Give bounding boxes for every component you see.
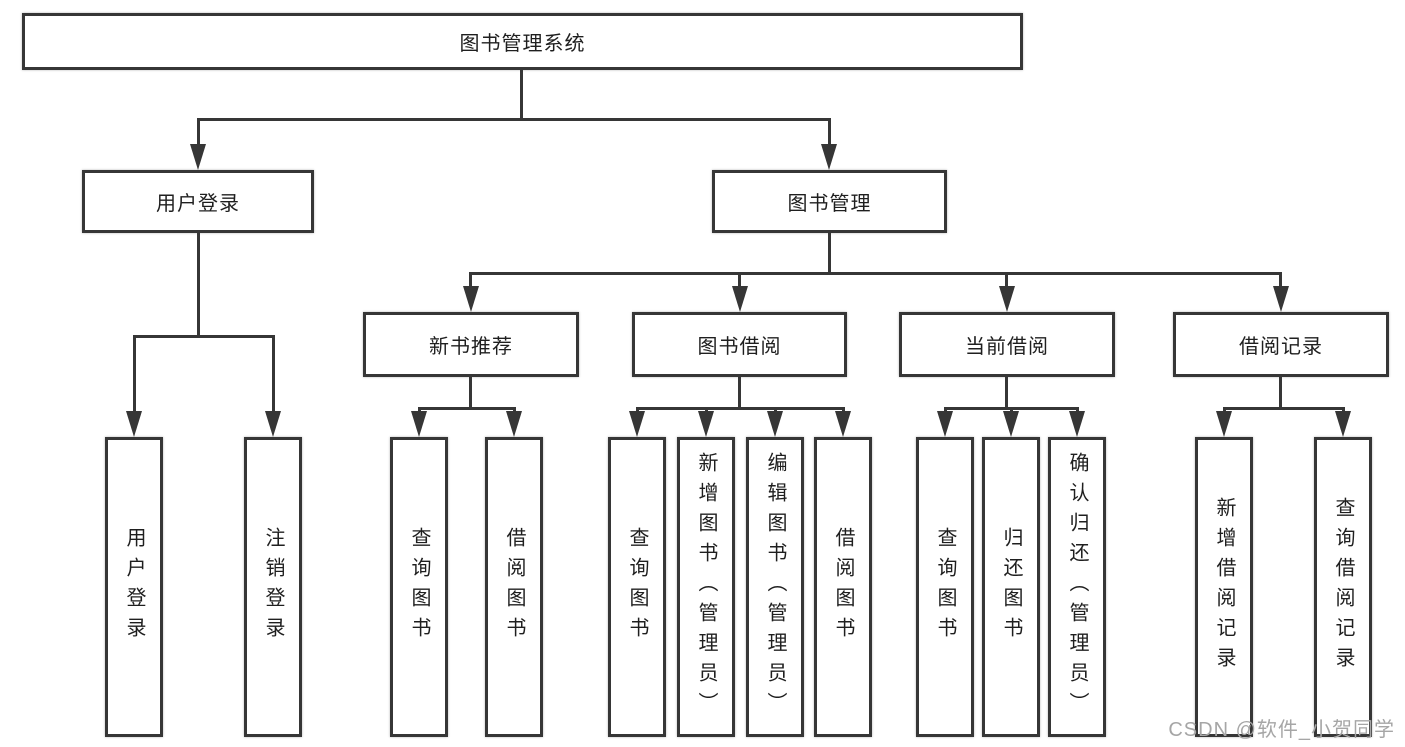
connector-line	[520, 70, 523, 118]
csdn-watermark: CSDN @软件_小贺同学	[1168, 719, 1395, 741]
connector-line	[469, 272, 472, 286]
node-borrowing-records-label: 借阅记录	[1239, 336, 1323, 358]
node-current-borrowing-label: 当前借阅	[965, 336, 1049, 358]
leaf-borrow-books: 借阅图书	[814, 437, 872, 737]
connector-line	[1279, 272, 1282, 286]
connector-line	[1005, 377, 1008, 410]
leaf-query-books-current-label: 查询图书	[934, 527, 956, 647]
arrow-down-icon	[937, 411, 953, 437]
node-new-book-recommendation: 新书推荐	[363, 312, 579, 377]
leaf-return-book-label: 归还图书	[1000, 527, 1022, 647]
arrow-down-icon	[732, 286, 748, 312]
connector-line	[470, 272, 1282, 275]
connector-line	[469, 377, 472, 410]
leaf-borrow-books-label: 借阅图书	[832, 527, 854, 647]
arrow-down-icon	[835, 411, 851, 437]
node-book-management-label: 图书管理	[787, 193, 872, 215]
leaf-add-borrow-record-label: 新增借阅记录	[1213, 497, 1235, 677]
arrow-down-icon	[1069, 411, 1085, 437]
leaf-user-login-label: 用户登录	[123, 527, 145, 647]
leaf-user-login: 用户登录	[105, 437, 163, 737]
leaf-query-borrow-record-label: 查询借阅记录	[1332, 497, 1354, 677]
leaf-logout-label: 注销登录	[262, 527, 284, 647]
arrow-down-icon	[411, 411, 427, 437]
arrow-down-icon	[821, 144, 837, 170]
node-book-borrowing-label: 图书借阅	[697, 336, 782, 358]
arrow-down-icon	[1335, 411, 1351, 437]
leaf-query-books-recommend-label: 查询图书	[408, 527, 430, 647]
connector-line	[1223, 407, 1345, 410]
connector-line	[272, 335, 275, 411]
connector-line	[738, 272, 741, 286]
arrow-down-icon	[1273, 286, 1289, 312]
arrow-down-icon	[999, 286, 1015, 312]
leaf-confirm-return-admin: 确认归还（管理员）	[1048, 437, 1106, 737]
leaf-query-books-borrowing: 查询图书	[608, 437, 666, 737]
leaf-borrow-books-recommend: 借阅图书	[485, 437, 543, 737]
leaf-borrow-books-recommend-label: 借阅图书	[503, 527, 525, 647]
connector-line	[828, 233, 831, 275]
node-user-login-label: 用户登录	[156, 193, 240, 215]
node-root-label: 图书管理系统	[459, 33, 586, 55]
leaf-logout: 注销登录	[244, 437, 302, 737]
arrow-down-icon	[629, 411, 645, 437]
arrow-down-icon	[1216, 411, 1232, 437]
connector-line	[418, 407, 516, 410]
leaf-edit-book-admin: 编辑图书（管理员）	[746, 437, 804, 737]
leaf-edit-book-admin-label: 编辑图书（管理员）	[764, 452, 786, 722]
arrow-down-icon	[463, 286, 479, 312]
arrow-down-icon	[698, 411, 714, 437]
leaf-add-borrow-record: 新增借阅记录	[1195, 437, 1253, 737]
connector-line	[828, 118, 831, 144]
node-book-management: 图书管理	[712, 170, 947, 233]
connector-line	[133, 335, 275, 338]
connector-line	[738, 377, 741, 410]
arrow-down-icon	[265, 411, 281, 437]
node-current-borrowing: 当前借阅	[899, 312, 1115, 377]
node-borrowing-records: 借阅记录	[1173, 312, 1389, 377]
node-user-login: 用户登录	[82, 170, 314, 233]
arrow-down-icon	[190, 144, 206, 170]
arrow-down-icon	[767, 411, 783, 437]
leaf-return-book: 归还图书	[982, 437, 1040, 737]
leaf-query-books-current: 查询图书	[916, 437, 974, 737]
arrow-down-icon	[506, 411, 522, 437]
connector-line	[197, 118, 831, 121]
node-root: 图书管理系统	[22, 13, 1023, 70]
arrow-down-icon	[1003, 411, 1019, 437]
connector-line	[636, 407, 845, 410]
leaf-query-books-borrowing-label: 查询图书	[626, 527, 648, 647]
connector-line	[1279, 377, 1282, 410]
leaf-add-book-admin-label: 新增图书（管理员）	[695, 452, 717, 722]
connector-line	[1005, 272, 1008, 286]
leaf-query-borrow-record: 查询借阅记录	[1314, 437, 1372, 737]
connector-line	[133, 335, 136, 411]
connector-line	[197, 233, 200, 338]
arrow-down-icon	[126, 411, 142, 437]
connector-line	[197, 118, 200, 144]
node-book-borrowing: 图书借阅	[632, 312, 847, 377]
node-new-book-recommendation-label: 新书推荐	[429, 336, 513, 358]
leaf-confirm-return-admin-label: 确认归还（管理员）	[1066, 452, 1088, 722]
leaf-query-books-recommend: 查询图书	[390, 437, 448, 737]
leaf-add-book-admin: 新增图书（管理员）	[677, 437, 735, 737]
